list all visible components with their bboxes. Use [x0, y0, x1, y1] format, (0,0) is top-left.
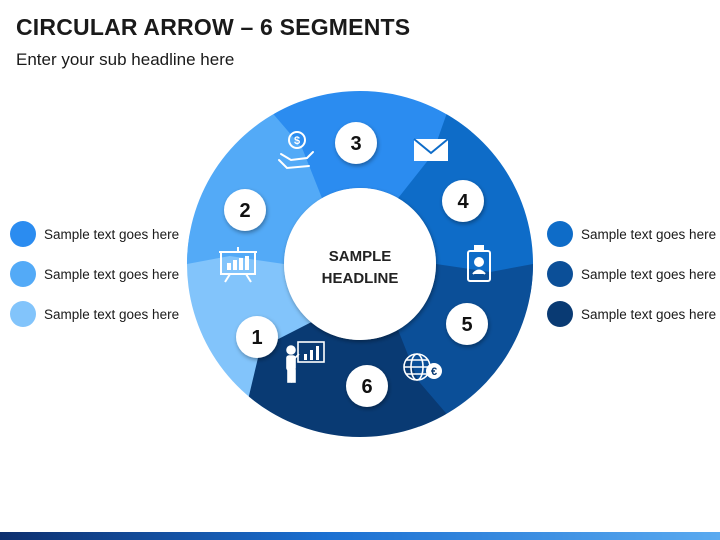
legend-left-label-1: Sample text goes here	[44, 226, 180, 242]
svg-text:$: $	[294, 135, 300, 147]
legend-right-label-1: Sample text goes here	[581, 226, 717, 242]
legend-right-label-2: Sample text goes here	[581, 266, 717, 282]
legend-left: Sample text goes here Sample text goes h…	[10, 214, 190, 334]
legend-right-label-3: Sample text goes here	[581, 306, 717, 322]
badges-group: 1 2 3 4 5 6	[224, 122, 488, 407]
badge-2-number: 2	[239, 200, 250, 222]
badge-6-circle	[346, 365, 388, 407]
center-headline-line2: HEADLINE	[322, 270, 399, 287]
envelope-icon	[413, 138, 449, 161]
badge-1-number: 1	[251, 327, 262, 349]
legend-left-dot-1	[10, 221, 36, 247]
id-badge-icon	[467, 245, 491, 282]
legend-right-item-1: Sample text goes here	[547, 214, 720, 254]
presenter-chart-icon	[286, 341, 325, 383]
legend-right-item-2: Sample text goes here	[547, 254, 720, 294]
legend-left-item-3: Sample text goes here	[10, 294, 190, 334]
legend-right-dot-1	[547, 221, 573, 247]
badge-6-number: 6	[361, 376, 372, 398]
legend-left-label-2: Sample text goes here	[44, 266, 180, 282]
page-title: CIRCULAR ARROW – 6 SEGMENTS	[16, 14, 411, 40]
legend-left-item-1: Sample text goes here	[10, 214, 190, 254]
badge-5-number: 5	[461, 314, 472, 336]
legend-right-item-3: Sample text goes here	[547, 294, 720, 334]
bar-chart-board-icon	[219, 247, 257, 283]
badge-5-circle	[446, 303, 488, 345]
svg-text:€: €	[431, 366, 437, 378]
badge-3-circle	[335, 122, 377, 164]
center-hub	[284, 188, 436, 340]
bottom-accent-bar	[0, 532, 720, 540]
badge-1-circle	[236, 316, 278, 358]
legend-left-label-3: Sample text goes here	[44, 306, 180, 322]
badge-3-number: 3	[350, 133, 361, 155]
badge-4-number: 4	[457, 191, 469, 213]
legend-left-dot-2	[10, 261, 36, 287]
legend-right-dot-3	[547, 301, 573, 327]
legend-right: Sample text goes here Sample text goes h…	[547, 214, 720, 334]
badge-2-circle	[224, 189, 266, 231]
hand-coin-icon: $	[278, 131, 314, 170]
legend-left-dot-3	[10, 301, 36, 327]
globe-euro-icon: €	[403, 353, 442, 381]
legend-right-dot-2	[547, 261, 573, 287]
badge-4-circle	[442, 180, 484, 222]
legend-left-item-2: Sample text goes here	[10, 254, 190, 294]
center-headline-line1: SAMPLE	[329, 248, 392, 265]
page-subtitle: Enter your sub headline here	[16, 50, 235, 69]
